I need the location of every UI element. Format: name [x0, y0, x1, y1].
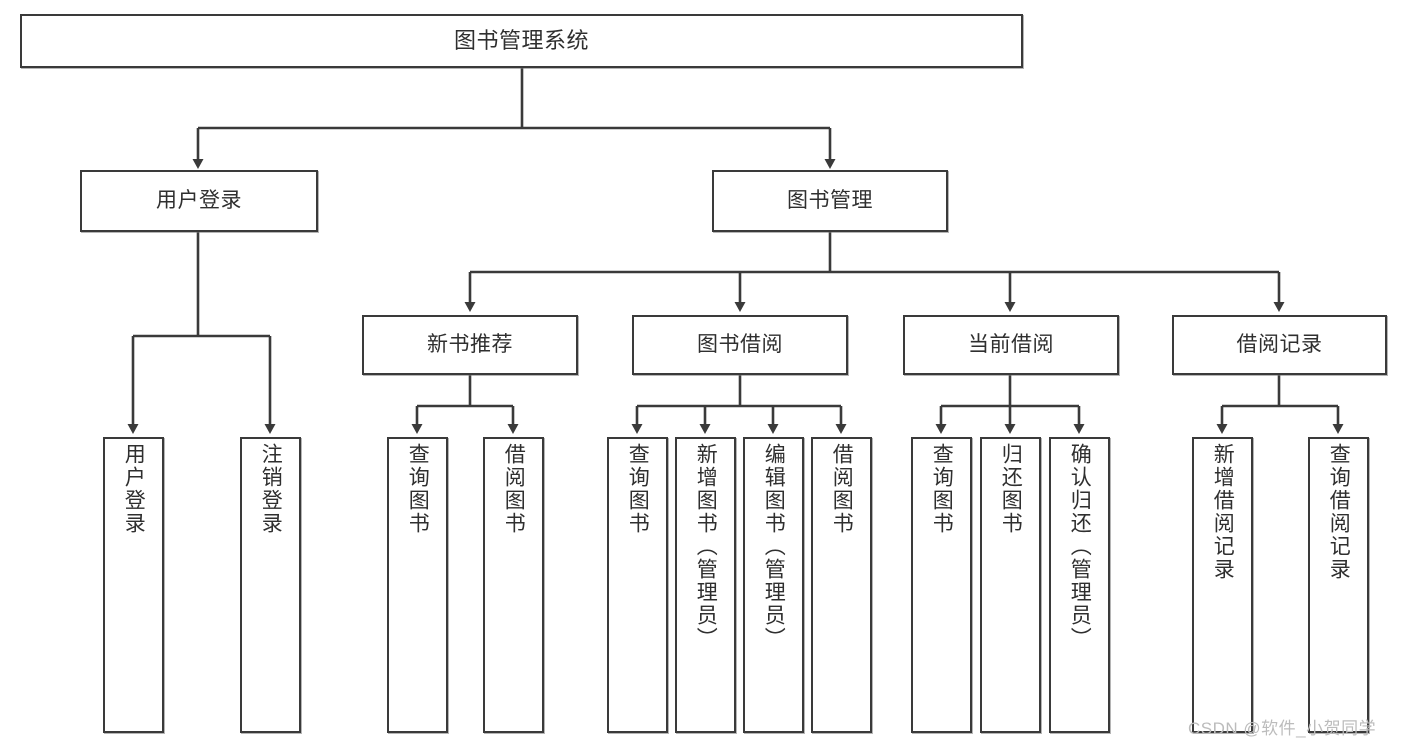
node-leaf-borrow-book-2-label: 借阅图书 — [830, 443, 854, 535]
node-leaf-borrow-book-1[interactable]: 借阅图书 — [483, 437, 544, 733]
node-leaf-confirm-return-label: 确认归还（管理员） — [1068, 443, 1092, 650]
node-leaf-query-book-1-label: 查询图书 — [406, 443, 430, 535]
node-leaf-edit-book-label: 编辑图书（管理员） — [762, 443, 786, 650]
watermark: CSDN @软件_小贺同学 — [1188, 719, 1377, 738]
node-leaf-query-book-3[interactable]: 查询图书 — [911, 437, 972, 733]
node-leaf-borrow-book-1-label: 借阅图书 — [502, 443, 526, 535]
node-book-borrow-label: 图书借阅 — [697, 333, 783, 357]
node-leaf-add-book-label: 新增图书（管理员） — [694, 443, 718, 650]
node-new-book-rec-label: 新书推荐 — [427, 333, 513, 357]
node-leaf-query-book-3-label: 查询图书 — [930, 443, 954, 535]
node-root[interactable]: 图书管理系统 — [20, 14, 1023, 68]
node-leaf-user-login-label: 用户登录 — [122, 443, 146, 535]
node-root-label: 图书管理系统 — [453, 27, 589, 53]
node-leaf-add-book[interactable]: 新增图书（管理员） — [675, 437, 736, 733]
node-leaf-add-record[interactable]: 新增借阅记录 — [1192, 437, 1253, 733]
node-current-borrow[interactable]: 当前借阅 — [903, 315, 1119, 375]
node-leaf-user-login[interactable]: 用户登录 — [103, 437, 164, 733]
node-leaf-borrow-book-2[interactable]: 借阅图书 — [811, 437, 872, 733]
node-leaf-logout[interactable]: 注销登录 — [240, 437, 301, 733]
node-leaf-return-book-label: 归还图书 — [999, 443, 1023, 535]
node-user-login[interactable]: 用户登录 — [80, 170, 318, 232]
node-leaf-return-book[interactable]: 归还图书 — [980, 437, 1041, 733]
node-leaf-edit-book[interactable]: 编辑图书（管理员） — [743, 437, 804, 733]
node-leaf-query-book-2-label: 查询图书 — [626, 443, 650, 535]
node-book-borrow[interactable]: 图书借阅 — [632, 315, 848, 375]
node-borrow-record-label: 借阅记录 — [1236, 333, 1323, 357]
node-leaf-query-book-1[interactable]: 查询图书 — [387, 437, 448, 733]
node-new-book-rec[interactable]: 新书推荐 — [362, 315, 578, 375]
node-leaf-query-record-label: 查询借阅记录 — [1327, 443, 1351, 581]
node-user-login-label: 用户登录 — [156, 189, 242, 213]
node-leaf-query-book-2[interactable]: 查询图书 — [607, 437, 668, 733]
node-borrow-record[interactable]: 借阅记录 — [1172, 315, 1387, 375]
node-leaf-confirm-return[interactable]: 确认归还（管理员） — [1049, 437, 1110, 733]
node-book-manage-label: 图书管理 — [787, 189, 873, 213]
node-leaf-query-record[interactable]: 查询借阅记录 — [1308, 437, 1369, 733]
node-current-borrow-label: 当前借阅 — [968, 333, 1054, 357]
node-book-manage[interactable]: 图书管理 — [712, 170, 948, 232]
node-leaf-add-record-label: 新增借阅记录 — [1211, 443, 1235, 581]
node-leaf-logout-label: 注销登录 — [259, 443, 283, 535]
